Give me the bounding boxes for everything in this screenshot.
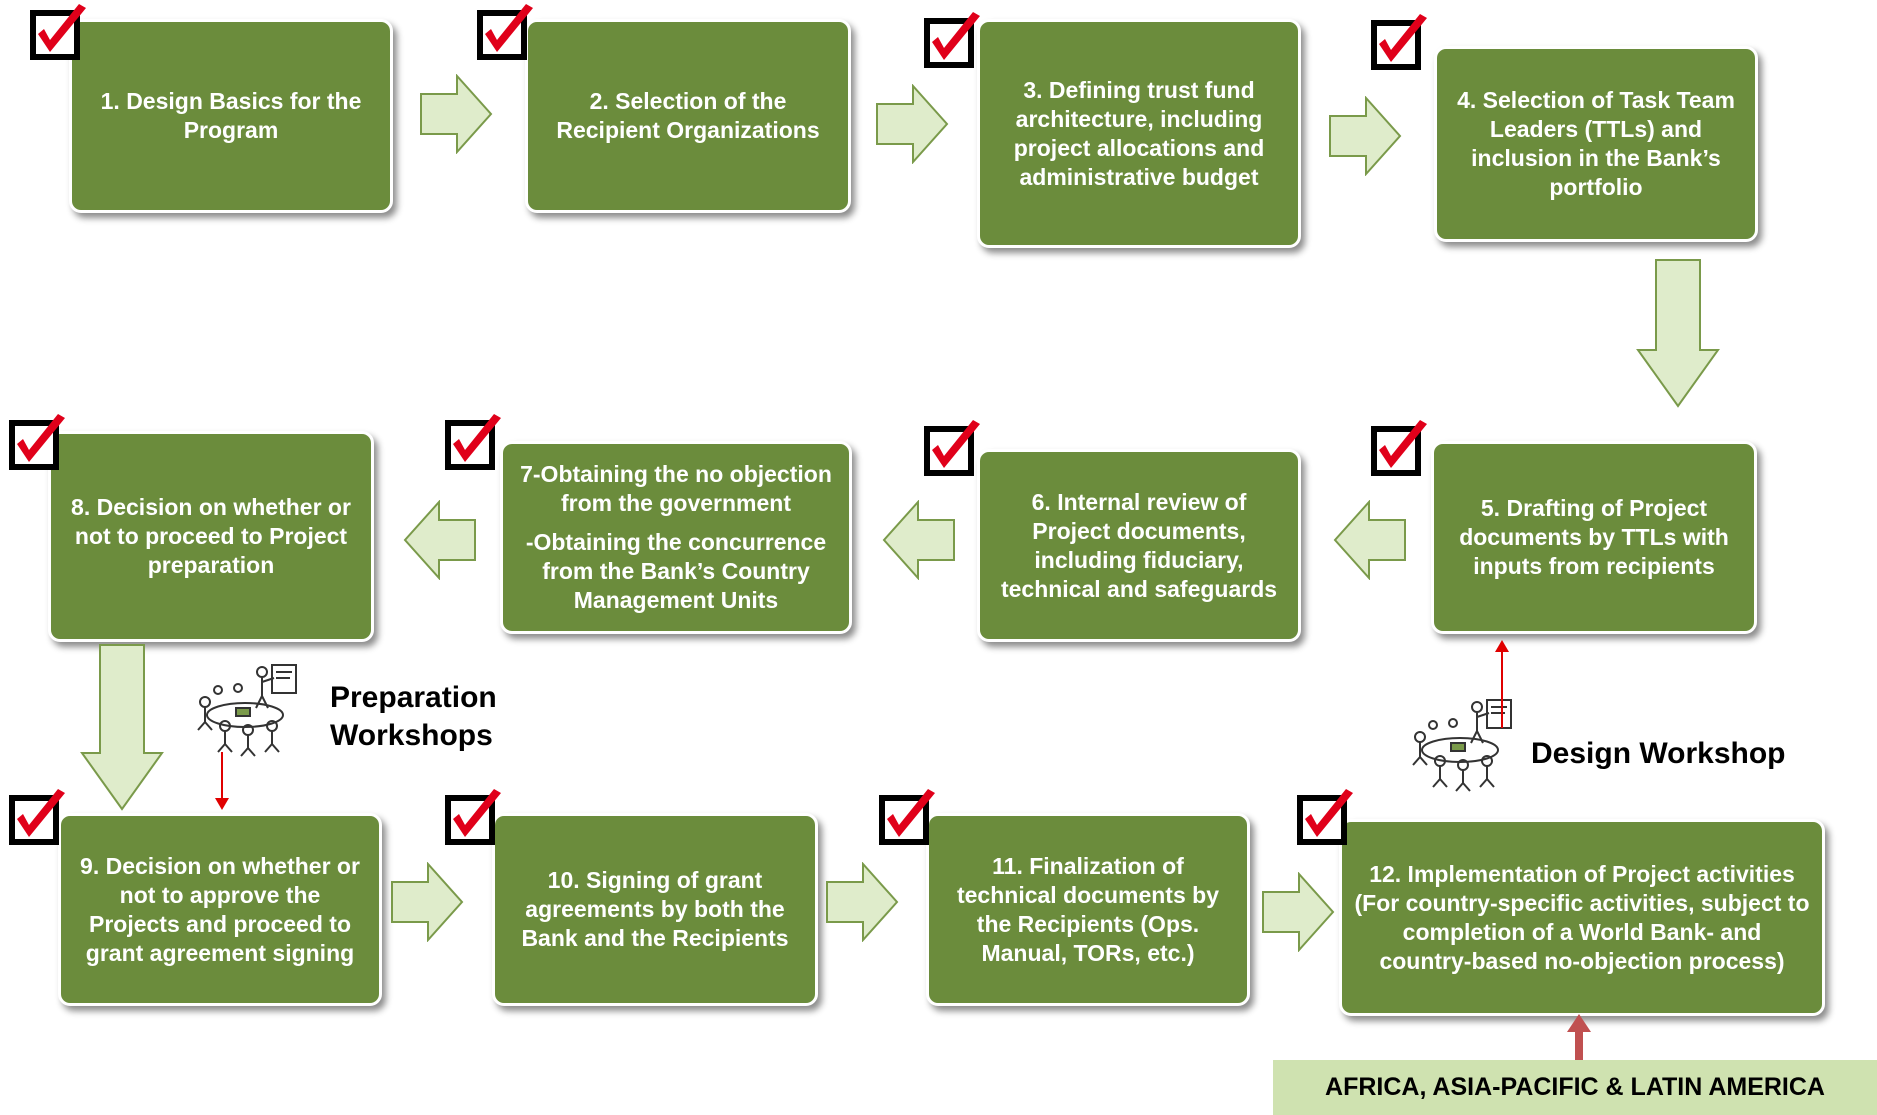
checkbox-check-icon (924, 12, 984, 72)
step-3-label: 3. Defining trust fund architecture, inc… (1013, 76, 1265, 190)
flow-arrow-icon (1636, 259, 1720, 408)
step-10-label: 10. Signing of grant agreements by both … (521, 867, 789, 951)
red-arrow-icon (215, 752, 229, 810)
step-12-label: 12. Implementation of Project activities… (1354, 860, 1810, 974)
step-4-label: 4. Selection of Task Team Leaders (TTLs)… (1457, 87, 1735, 200)
step-6-label: 6. Internal review of Project documents,… (1000, 488, 1278, 602)
flow-arrow-icon (1262, 872, 1335, 952)
step-3-box: 3. Defining trust fund architecture, inc… (977, 19, 1301, 248)
checkbox-check-icon (9, 414, 69, 474)
step-9-label: 9. Decision on whether or not to approve… (80, 852, 360, 966)
step-9-box: 9. Decision on whether or not to approve… (58, 813, 382, 1006)
step-2-label: 2. Selection of the Recipient Organizati… (556, 88, 820, 143)
flow-arrow-icon (1333, 500, 1406, 580)
step-4-box: 4. Selection of Task Team Leaders (TTLs)… (1434, 46, 1758, 242)
design-workshop-label: Design Workshop (1531, 737, 1786, 770)
step-8-label: 8. Decision on whether or not to proceed… (71, 494, 351, 578)
step-11-label: 11. Finalization of technical documents … (956, 852, 1219, 966)
step-7-label-a: 7-Obtaining the no objection from the go… (520, 461, 832, 516)
flow-arrow-icon (1329, 96, 1402, 176)
checkbox-check-icon (879, 789, 939, 849)
step-5-box: 5. Drafting of Project documents by TTLs… (1431, 441, 1757, 634)
checkbox-check-icon (924, 420, 984, 480)
preparation-workshops-label: Preparation Workshops (330, 681, 497, 752)
step-11-box: 11. Finalization of technical documents … (926, 813, 1250, 1006)
step-2-box: 2. Selection of the Recipient Organizati… (525, 19, 851, 213)
flow-arrow-icon (420, 74, 493, 154)
red-arrow-icon (1495, 640, 1509, 728)
step-7-box: 7-Obtaining the no objection from the go… (500, 441, 852, 634)
flow-arrow-icon (80, 644, 164, 811)
step-8-box: 8. Decision on whether or not to proceed… (48, 431, 374, 642)
step-7-label-b: -Obtaining the concurrence from the Bank… (525, 529, 827, 613)
step-5-label: 5. Drafting of Project documents by TTLs… (1459, 495, 1729, 579)
region-bar: AFRICA, ASIA-PACIFIC & LATIN AMERICA (1273, 1060, 1877, 1115)
step-10-box: 10. Signing of grant agreements by both … (492, 813, 818, 1006)
flow-arrow-icon (403, 500, 476, 580)
checkbox-check-icon (1371, 420, 1431, 480)
meeting-people-icon (197, 664, 297, 757)
checkbox-check-icon (445, 414, 505, 474)
checkbox-check-icon (477, 4, 537, 64)
red-arrow-icon (1567, 1014, 1591, 1062)
checkbox-check-icon (9, 789, 69, 849)
checkbox-check-icon (30, 4, 90, 64)
checkbox-check-icon (445, 789, 505, 849)
flow-arrow-icon (826, 862, 899, 942)
step-1-label: 1. Design Basics for the Program (100, 88, 362, 143)
checkbox-check-icon (1297, 789, 1357, 849)
flow-arrow-icon (876, 84, 949, 164)
flow-arrow-icon (391, 862, 464, 942)
flow-arrow-icon (882, 500, 955, 580)
checkbox-check-icon (1371, 14, 1431, 74)
step-12-box: 12. Implementation of Project activities… (1339, 819, 1825, 1016)
step-6-box: 6. Internal review of Project documents,… (977, 449, 1301, 642)
step-1-box: 1. Design Basics for the Program (69, 19, 393, 213)
